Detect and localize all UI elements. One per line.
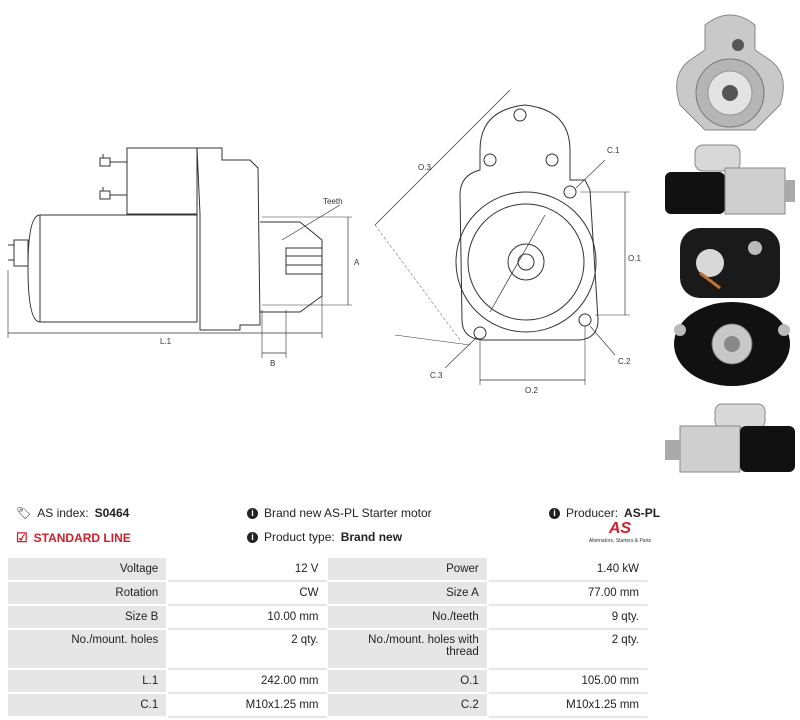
as-index-label: AS index: — [37, 506, 89, 520]
info-icon: i — [549, 507, 560, 519]
spec-key: L.1 — [8, 670, 169, 694]
photo-angled-view[interactable] — [660, 398, 800, 478]
logo-text: AS — [608, 520, 632, 537]
photo-rear-view[interactable] — [660, 300, 800, 388]
spec-key: No./teeth — [328, 606, 489, 630]
spec-key: Power — [328, 558, 489, 582]
motor-body-outline — [27, 214, 198, 323]
product-type-value: Brand new — [340, 530, 403, 544]
as-index-value: S0464 — [94, 506, 130, 520]
product-description: i Brand new AS-PL Starter motor — [247, 506, 432, 520]
spec-value: 12 V — [168, 558, 329, 582]
producer: i Producer: AS-PL — [549, 506, 660, 520]
table-row: C.1 M10x1.25 mm C.2 M10x1.25 mm — [8, 694, 649, 718]
spec-value: 2 qty. — [168, 630, 329, 670]
info-icon: i — [247, 531, 258, 543]
as-index: 🏷︎ AS index: S0464 — [16, 506, 129, 520]
label-o3: O.3 — [418, 163, 431, 172]
spec-key: C.1 — [8, 694, 169, 718]
label-o2: O.2 — [525, 386, 538, 395]
label-b: B — [270, 359, 275, 368]
product-info: 🏷︎ AS index: S0464 ☑ STANDARD LINE i Bra… — [0, 500, 800, 556]
spec-value: CW — [168, 582, 329, 606]
mount-hole-c2 — [578, 313, 592, 327]
label-c2: C.2 — [618, 357, 631, 366]
product-type-label: Product type: — [264, 530, 335, 544]
photo-side-view[interactable] — [660, 140, 800, 220]
tag-icon: 🏷︎ — [16, 506, 32, 520]
technical-drawing: Teeth A B L.1 O.3 C.1 O.1 C.2 C.3 O.2 — [7, 89, 641, 395]
photo-front-view[interactable] — [660, 5, 800, 133]
label-c1: C.1 — [607, 146, 620, 155]
spec-value: M10x1.25 mm — [488, 694, 649, 718]
product-type: i Product type: Brand new — [247, 530, 402, 544]
label-l1: L.1 — [160, 337, 172, 346]
mount-hole-c1 — [563, 185, 577, 199]
spec-key: Voltage — [8, 558, 169, 582]
drive-housing-outline — [196, 147, 261, 331]
spec-value: 242.00 mm — [168, 670, 329, 694]
checkbox-icon: ☑ — [16, 530, 28, 545]
label-teeth: Teeth — [323, 197, 343, 206]
spec-key: C.2 — [328, 694, 489, 718]
spec-value: 105.00 mm — [488, 670, 649, 694]
spec-value: 9 qty. — [488, 606, 649, 630]
front-view-outline — [459, 104, 599, 341]
spec-key: No./mount. holes — [8, 630, 169, 670]
label-o1: O.1 — [628, 254, 641, 263]
front-housing-circle — [455, 191, 597, 333]
standard-line-label: STANDARD LINE — [33, 531, 131, 545]
solenoid-outline — [126, 147, 198, 215]
logo-tagline: Alternators, Starters & Parts — [588, 538, 652, 544]
producer-value: AS-PL — [624, 506, 661, 520]
spec-key: Size A — [328, 582, 489, 606]
spec-key: No./mount. holes with thread — [328, 630, 489, 670]
table-row: No./mount. holes 2 qty. No./mount. holes… — [8, 630, 649, 670]
table-row: Rotation CW Size A 77.00 mm — [8, 582, 649, 606]
spec-value: 10.00 mm — [168, 606, 329, 630]
photo-top-view[interactable] — [660, 228, 800, 298]
spec-value: M10x1.25 mm — [168, 694, 329, 718]
spec-key: O.1 — [328, 670, 489, 694]
mount-hole-c3 — [473, 326, 487, 340]
label-a: A — [354, 258, 360, 267]
specs-table: Voltage 12 V Power 1.40 kW Rotation CW S… — [8, 558, 649, 718]
spec-key: Rotation — [8, 582, 169, 606]
standard-line: ☑ STANDARD LINE — [16, 530, 131, 546]
producer-label: Producer: — [566, 506, 619, 520]
description-text: Brand new AS-PL Starter motor — [264, 506, 432, 520]
product-photos — [660, 0, 800, 480]
table-row: Size B 10.00 mm No./teeth 9 qty. — [8, 606, 649, 630]
table-row: Voltage 12 V Power 1.40 kW — [8, 558, 649, 582]
spec-value: 77.00 mm — [488, 582, 649, 606]
spec-key: Size B — [8, 606, 169, 630]
table-row: L.1 242.00 mm O.1 105.00 mm — [8, 670, 649, 694]
producer-logo: AS Alternators, Starters & Parts — [585, 520, 655, 552]
label-c3: C.3 — [430, 371, 443, 380]
spec-value: 2 qty. — [488, 630, 649, 670]
spec-value: 1.40 kW — [488, 558, 649, 582]
info-icon: i — [247, 507, 258, 519]
